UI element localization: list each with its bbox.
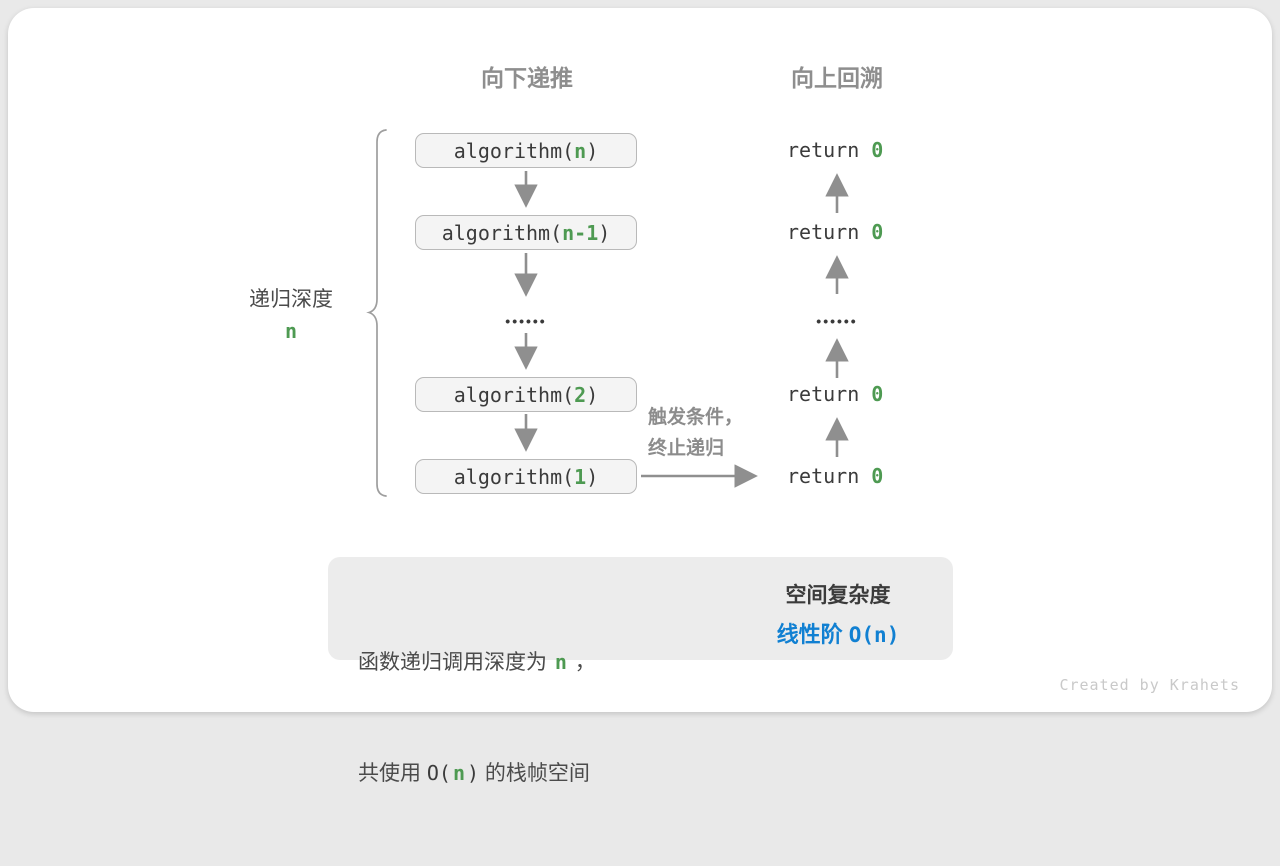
summary-text: 函数递归调用深度为 (358, 651, 553, 674)
return-keyword: return (787, 138, 860, 162)
return-value: 0 (871, 138, 884, 162)
summary-panel (328, 557, 953, 660)
summary-text: 共使用 (358, 762, 427, 785)
summary-left-text: 函数递归调用深度为 n ， 共使用 O(n) 的栈帧空间 (358, 570, 596, 866)
summary-text: ， (568, 651, 596, 674)
complexity-big-o: O(n) (848, 623, 900, 647)
call-box-2: algorithm(2) (415, 377, 637, 412)
base-case-note-line2: 终止递归 (648, 438, 725, 459)
return-keyword: return (787, 382, 860, 406)
call-arg: 1 (574, 464, 587, 489)
return-keyword: return (787, 464, 860, 488)
call-box-1: algorithm(1) (415, 459, 637, 494)
call-text: ) (586, 464, 599, 489)
base-case-note-line1: 触发条件， (648, 407, 744, 428)
return-statement: return 0 (787, 137, 883, 163)
depth-label: 递归深度 (249, 288, 333, 311)
summary-var-n: n (452, 761, 465, 785)
return-statement: return 0 (787, 219, 883, 245)
call-box-n: algorithm(n) (415, 133, 637, 168)
call-text: algorithm( (441, 220, 563, 245)
base-case-note: 触发条件， 终止递归 (648, 402, 743, 464)
summary-var-n: n (554, 650, 567, 674)
call-text: algorithm( (453, 464, 575, 489)
call-box-n-1: algorithm(n-1) (415, 215, 637, 250)
header-upward-backtracking: 向上回溯 (791, 65, 883, 91)
summary-code: ) (466, 761, 480, 785)
return-keyword: return (787, 220, 860, 244)
summary-text: 的栈帧空间 (479, 762, 590, 785)
call-text: algorithm( (453, 382, 575, 407)
summary-code: O( (426, 761, 451, 785)
call-text: ) (586, 382, 599, 407)
summary-line2: 共使用 O(n) 的栈帧空间 (358, 755, 596, 792)
depth-value: n (284, 319, 298, 343)
return-statement: return 0 (787, 463, 883, 489)
call-text: ) (598, 220, 611, 245)
space-complexity-title: 空间复杂度 (785, 584, 891, 607)
recursion-depth-figure: 向下递推 向上回溯 递归深度 n algorithm(n) algorithm(… (8, 8, 1272, 785)
space-complexity-value: 线性阶 O(n) (777, 617, 900, 649)
call-text: algorithm( (453, 138, 575, 163)
return-value: 0 (871, 464, 884, 488)
watermark-credit: Created by Krahets (1059, 676, 1240, 694)
return-value: 0 (871, 382, 884, 406)
complexity-order-label: 线性阶 (776, 622, 849, 647)
call-text: ) (586, 138, 599, 163)
call-arg: 2 (574, 382, 587, 407)
summary-line1: 函数递归调用深度为 n ， (358, 644, 596, 681)
header-downward-recursion: 向下递推 (481, 65, 573, 91)
call-arg: n (574, 138, 587, 163)
return-ellipsis: •••••• (816, 313, 858, 329)
call-arg: n-1 (562, 220, 599, 245)
return-value: 0 (871, 220, 884, 244)
call-ellipsis: •••••• (505, 313, 547, 329)
return-statement: return 0 (787, 381, 883, 407)
